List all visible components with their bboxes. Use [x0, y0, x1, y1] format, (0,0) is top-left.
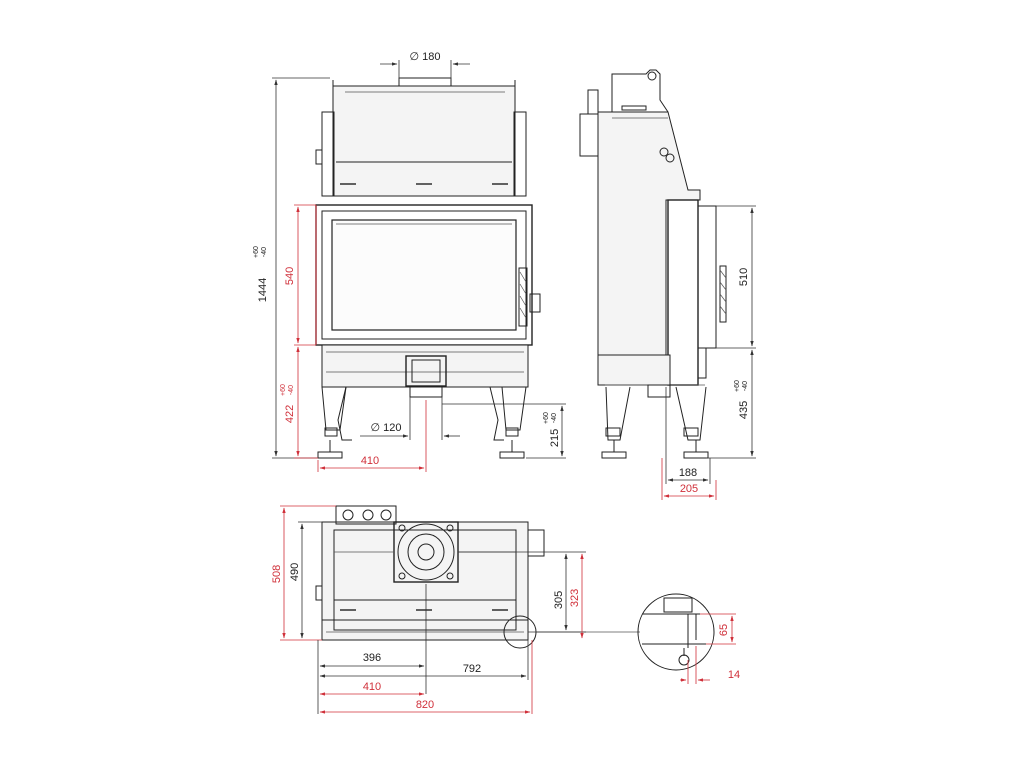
top-depth-outer-label: 508	[271, 565, 283, 583]
inlet-height-label: 215	[549, 429, 561, 447]
side-view-labels: 510 435 +60 -40 188 205	[679, 268, 750, 495]
air-inlet-diameter-label: ∅ 120	[371, 422, 402, 434]
front-total-height-label: 1444	[257, 278, 269, 302]
front-total-height-tol-minus: -40	[261, 247, 268, 257]
front-view-labels: 1444 +60 -40 540 422 +60 -40 ∅ 180 ∅ 120…	[253, 51, 561, 467]
top-width-to-flue-inner-label: 396	[363, 652, 381, 664]
side-base-height-tol-plus: +60	[734, 380, 741, 392]
front-base-height-label: 422	[284, 405, 296, 423]
top-view-labels: 508 490 305 323 396 792 410 820	[271, 563, 581, 711]
inlet-offset-label: 410	[361, 455, 379, 467]
front-base-height-tol-plus: +60	[280, 384, 287, 396]
side-base-height-tol-minus: -40	[742, 381, 749, 391]
flue-diameter-label: ∅ 180	[410, 51, 441, 63]
top-view	[280, 505, 640, 714]
side-depth-inner-label: 188	[679, 467, 697, 479]
top-width-inner-label: 792	[463, 663, 481, 675]
front-base-height-tol-minus: -40	[288, 385, 295, 395]
inlet-height-tol-plus: +60	[543, 412, 550, 424]
top-flue-offset-inner-label: 305	[553, 591, 565, 609]
top-flue-offset-outer-label: 323	[569, 589, 581, 607]
side-base-height-label: 435	[738, 401, 750, 419]
side-depth-outer-label: 205	[680, 483, 698, 495]
detail-view	[637, 593, 736, 684]
front-view	[272, 60, 566, 472]
detail-view-labels: 65 14	[718, 624, 740, 681]
side-view	[579, 69, 756, 500]
inlet-height-tol-minus: -40	[551, 413, 558, 423]
top-depth-inner-label: 490	[289, 563, 301, 581]
front-door-height-label: 540	[284, 267, 296, 285]
top-width-outer-label: 820	[416, 699, 434, 711]
top-width-to-flue-outer-label: 410	[363, 681, 381, 693]
detail-horizontal-label: 14	[728, 669, 740, 681]
side-door-height-label: 510	[738, 268, 750, 286]
detail-vertical-label: 65	[718, 624, 730, 636]
front-total-height-tol-plus: +60	[253, 246, 260, 258]
